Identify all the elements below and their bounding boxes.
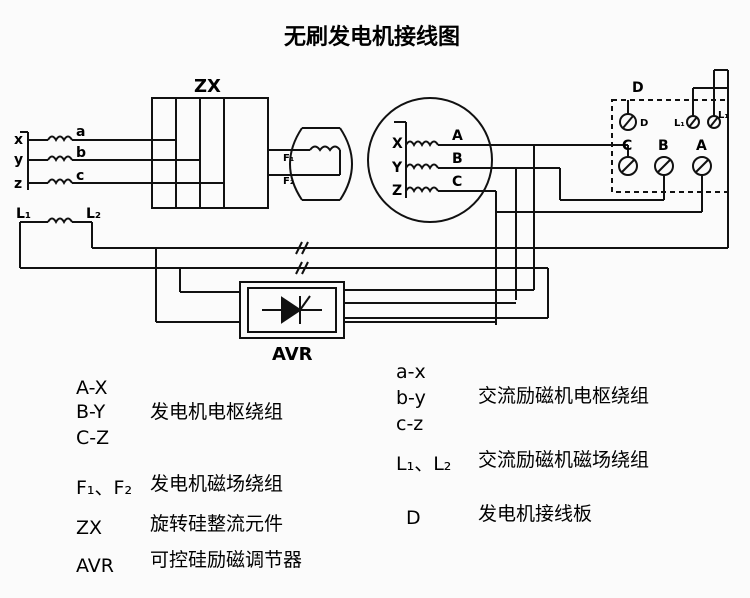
zx-bridge-frame [151, 97, 269, 209]
legend-desc: 发电机接线板 [478, 503, 592, 525]
label-l2: L₂ [86, 206, 101, 222]
label-avr: AVR [272, 344, 313, 365]
legend-code: AVR [76, 555, 114, 577]
legend-code: L₁、L₂ [396, 453, 451, 475]
coil-B-Y [405, 163, 439, 171]
term-label-a: A [696, 138, 707, 154]
coil-A-X [405, 140, 439, 148]
label-Z: Z [392, 183, 402, 199]
rotor-arc-left [289, 127, 303, 201]
legend-desc: 旋转硅整流元件 [150, 513, 283, 535]
legend-code: a-x [396, 361, 426, 383]
avr-inner [247, 287, 337, 333]
legend-code: B-Y [76, 401, 106, 423]
diagram-title: 无刷发电机接线图 [284, 24, 460, 50]
label-f2: F₂ [283, 176, 294, 187]
legend-desc: 可控硅励磁调节器 [150, 549, 302, 571]
label-A: A [452, 128, 463, 144]
generator-stator [367, 97, 493, 223]
legend-code: c-z [396, 413, 423, 435]
label-C: C [452, 174, 462, 190]
term-label-d: D [640, 118, 648, 129]
coil-a-x [47, 135, 73, 143]
coil-C-Z [405, 186, 439, 194]
term-label-l1b: L₁ [718, 110, 729, 121]
label-d: D [632, 80, 644, 96]
legend-code: C-Z [76, 427, 109, 449]
label-X: X [392, 136, 403, 152]
label-zx: ZX [194, 76, 221, 97]
label-a: a [76, 124, 85, 140]
label-l1: L₁ [16, 206, 31, 222]
term-label-c: C [622, 138, 632, 154]
legend-right: a-x b-y 交流励磁机电枢绕组 c-z L₁、L₂ 交流励磁机磁场绕组 D … [396, 361, 649, 529]
coil-c-z [47, 178, 73, 186]
legend-code: ZX [76, 517, 102, 539]
legend-code: D [406, 507, 421, 529]
exciter-field-coil [47, 217, 73, 225]
rotor-arc-right [339, 127, 353, 201]
label-f1: F₁ [283, 153, 294, 164]
legend-code: b-y [396, 387, 426, 409]
label-z: z [14, 176, 22, 192]
legend-desc: 发电机磁场绕组 [150, 473, 283, 495]
label-B: B [452, 151, 463, 167]
label-Y: Y [391, 160, 403, 176]
legend-code: A-X [76, 377, 108, 399]
term-label-b: B [658, 138, 669, 154]
label-y: y [14, 152, 23, 168]
avr-box [239, 281, 345, 339]
legend-desc: 交流励磁机电枢绕组 [478, 385, 649, 407]
term-label-l1: L₁ [674, 118, 685, 129]
label-x: x [14, 132, 23, 148]
legend-left: A-X B-Y 发电机电枢绕组 C-Z F₁、F₂ 发电机磁场绕组 ZX 旋转硅… [76, 377, 302, 577]
field-coil-f [309, 145, 341, 152]
legend-code: F₁、F₂ [76, 477, 132, 499]
legend-desc: 发电机电枢绕组 [150, 401, 283, 423]
avr-thyristor [281, 296, 302, 324]
label-c: c [76, 168, 84, 184]
legend-desc: 交流励磁机磁场绕组 [478, 449, 649, 471]
coil-b-y [47, 155, 73, 163]
label-b: b [76, 145, 86, 161]
